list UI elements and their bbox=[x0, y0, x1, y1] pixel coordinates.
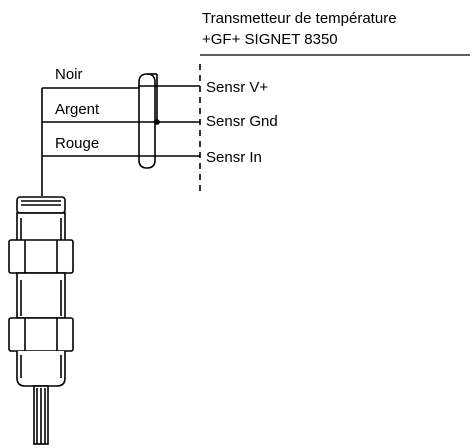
temperature-sensor bbox=[8, 196, 74, 445]
terminal-label-gnd: Sensr Gnd bbox=[206, 113, 278, 130]
terminal-label-sensr-in: Sensr In bbox=[206, 149, 262, 166]
wire-label-argent: Argent bbox=[55, 101, 100, 118]
transmitter-title-line1: Transmetteur de température bbox=[202, 10, 397, 27]
wire-rouge: Rouge Sensr In bbox=[42, 135, 262, 166]
wire-label-rouge: Rouge bbox=[55, 135, 99, 152]
terminal-label-v-plus: Sensr V+ bbox=[206, 79, 268, 96]
wire-label-noir: Noir bbox=[55, 66, 83, 83]
cable-shield bbox=[138, 73, 158, 169]
wire-argent: Argent Sensr Gnd bbox=[42, 101, 278, 130]
transmitter-title-line2: +GF+ SIGNET 8350 bbox=[202, 31, 338, 48]
